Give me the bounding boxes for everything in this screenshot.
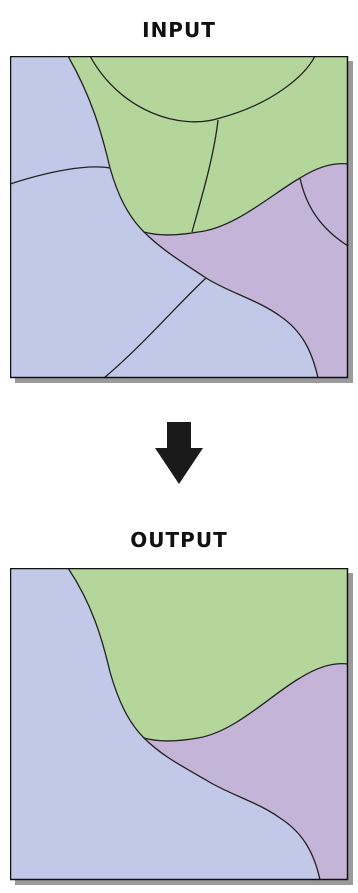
arrow-down-icon	[155, 422, 203, 490]
input-map	[10, 56, 353, 386]
output-region-boundary	[67, 568, 349, 742]
output-region-boundary	[143, 737, 321, 881]
input-boundary-line	[191, 119, 219, 233]
input-region-boundary	[143, 231, 319, 379]
input-boundary-line	[299, 177, 349, 247]
input-title: INPUT	[142, 18, 216, 42]
output-title: OUTPUT	[130, 528, 228, 552]
output-purple-region	[144, 663, 348, 880]
input-green-region	[68, 56, 348, 235]
arrow-down-shape	[155, 422, 203, 484]
input-boundary-line	[10, 166, 111, 185]
output-map-border	[10, 568, 349, 881]
output-green-region	[68, 568, 348, 741]
input-boundary-line	[103, 277, 207, 379]
input-purple-region	[144, 163, 348, 378]
input-map-border	[10, 56, 349, 379]
output-map	[10, 568, 353, 888]
input-region-boundary	[67, 56, 349, 236]
input-boundary-line	[89, 56, 316, 123]
